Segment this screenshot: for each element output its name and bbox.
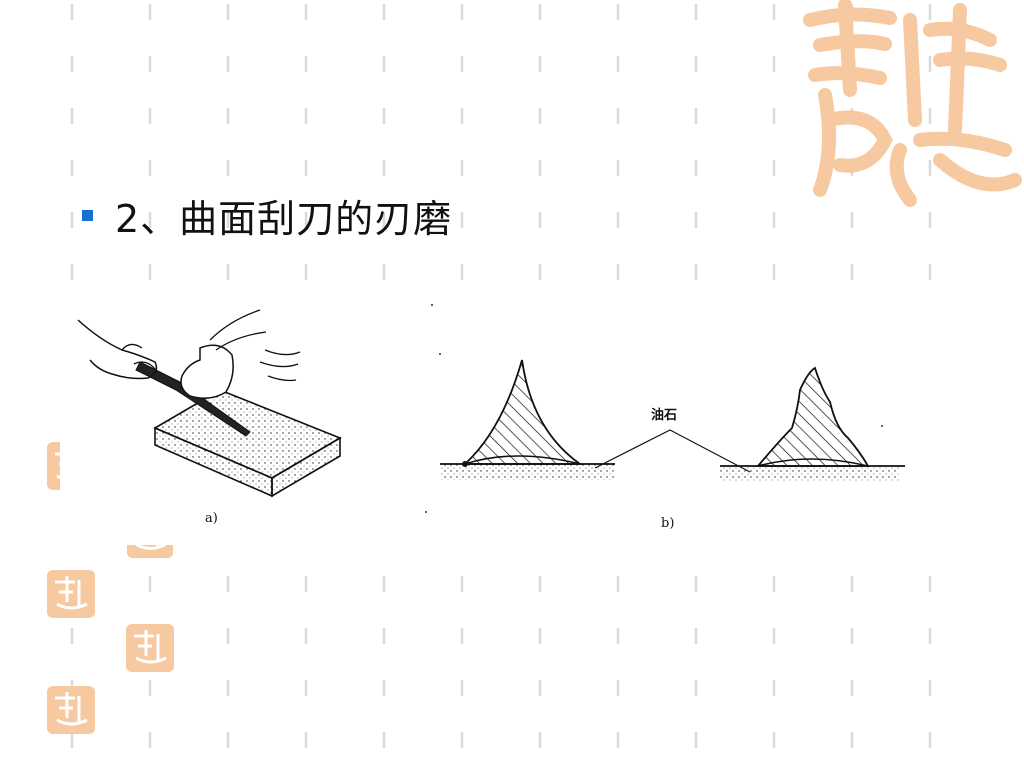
- figure-b-label: b): [661, 516, 675, 531]
- slide-title: 2、曲面刮刀的刃磨: [115, 197, 453, 241]
- oilstone-label: 油石: [651, 408, 678, 423]
- seal-stamp-4: [126, 624, 174, 672]
- seal-stamp-3: [47, 570, 95, 618]
- calligraphy-decoration: [803, 0, 1022, 207]
- figure-a-label: a): [205, 511, 218, 526]
- title-row: 2、曲面刮刀的刃磨: [82, 188, 452, 243]
- figure-a-sharpening-drawing: [77, 309, 342, 498]
- seal-stamp-5: [47, 686, 95, 734]
- bullet-square-icon: [82, 210, 93, 221]
- figure-b-blade-profile-drawing: [425, 304, 905, 513]
